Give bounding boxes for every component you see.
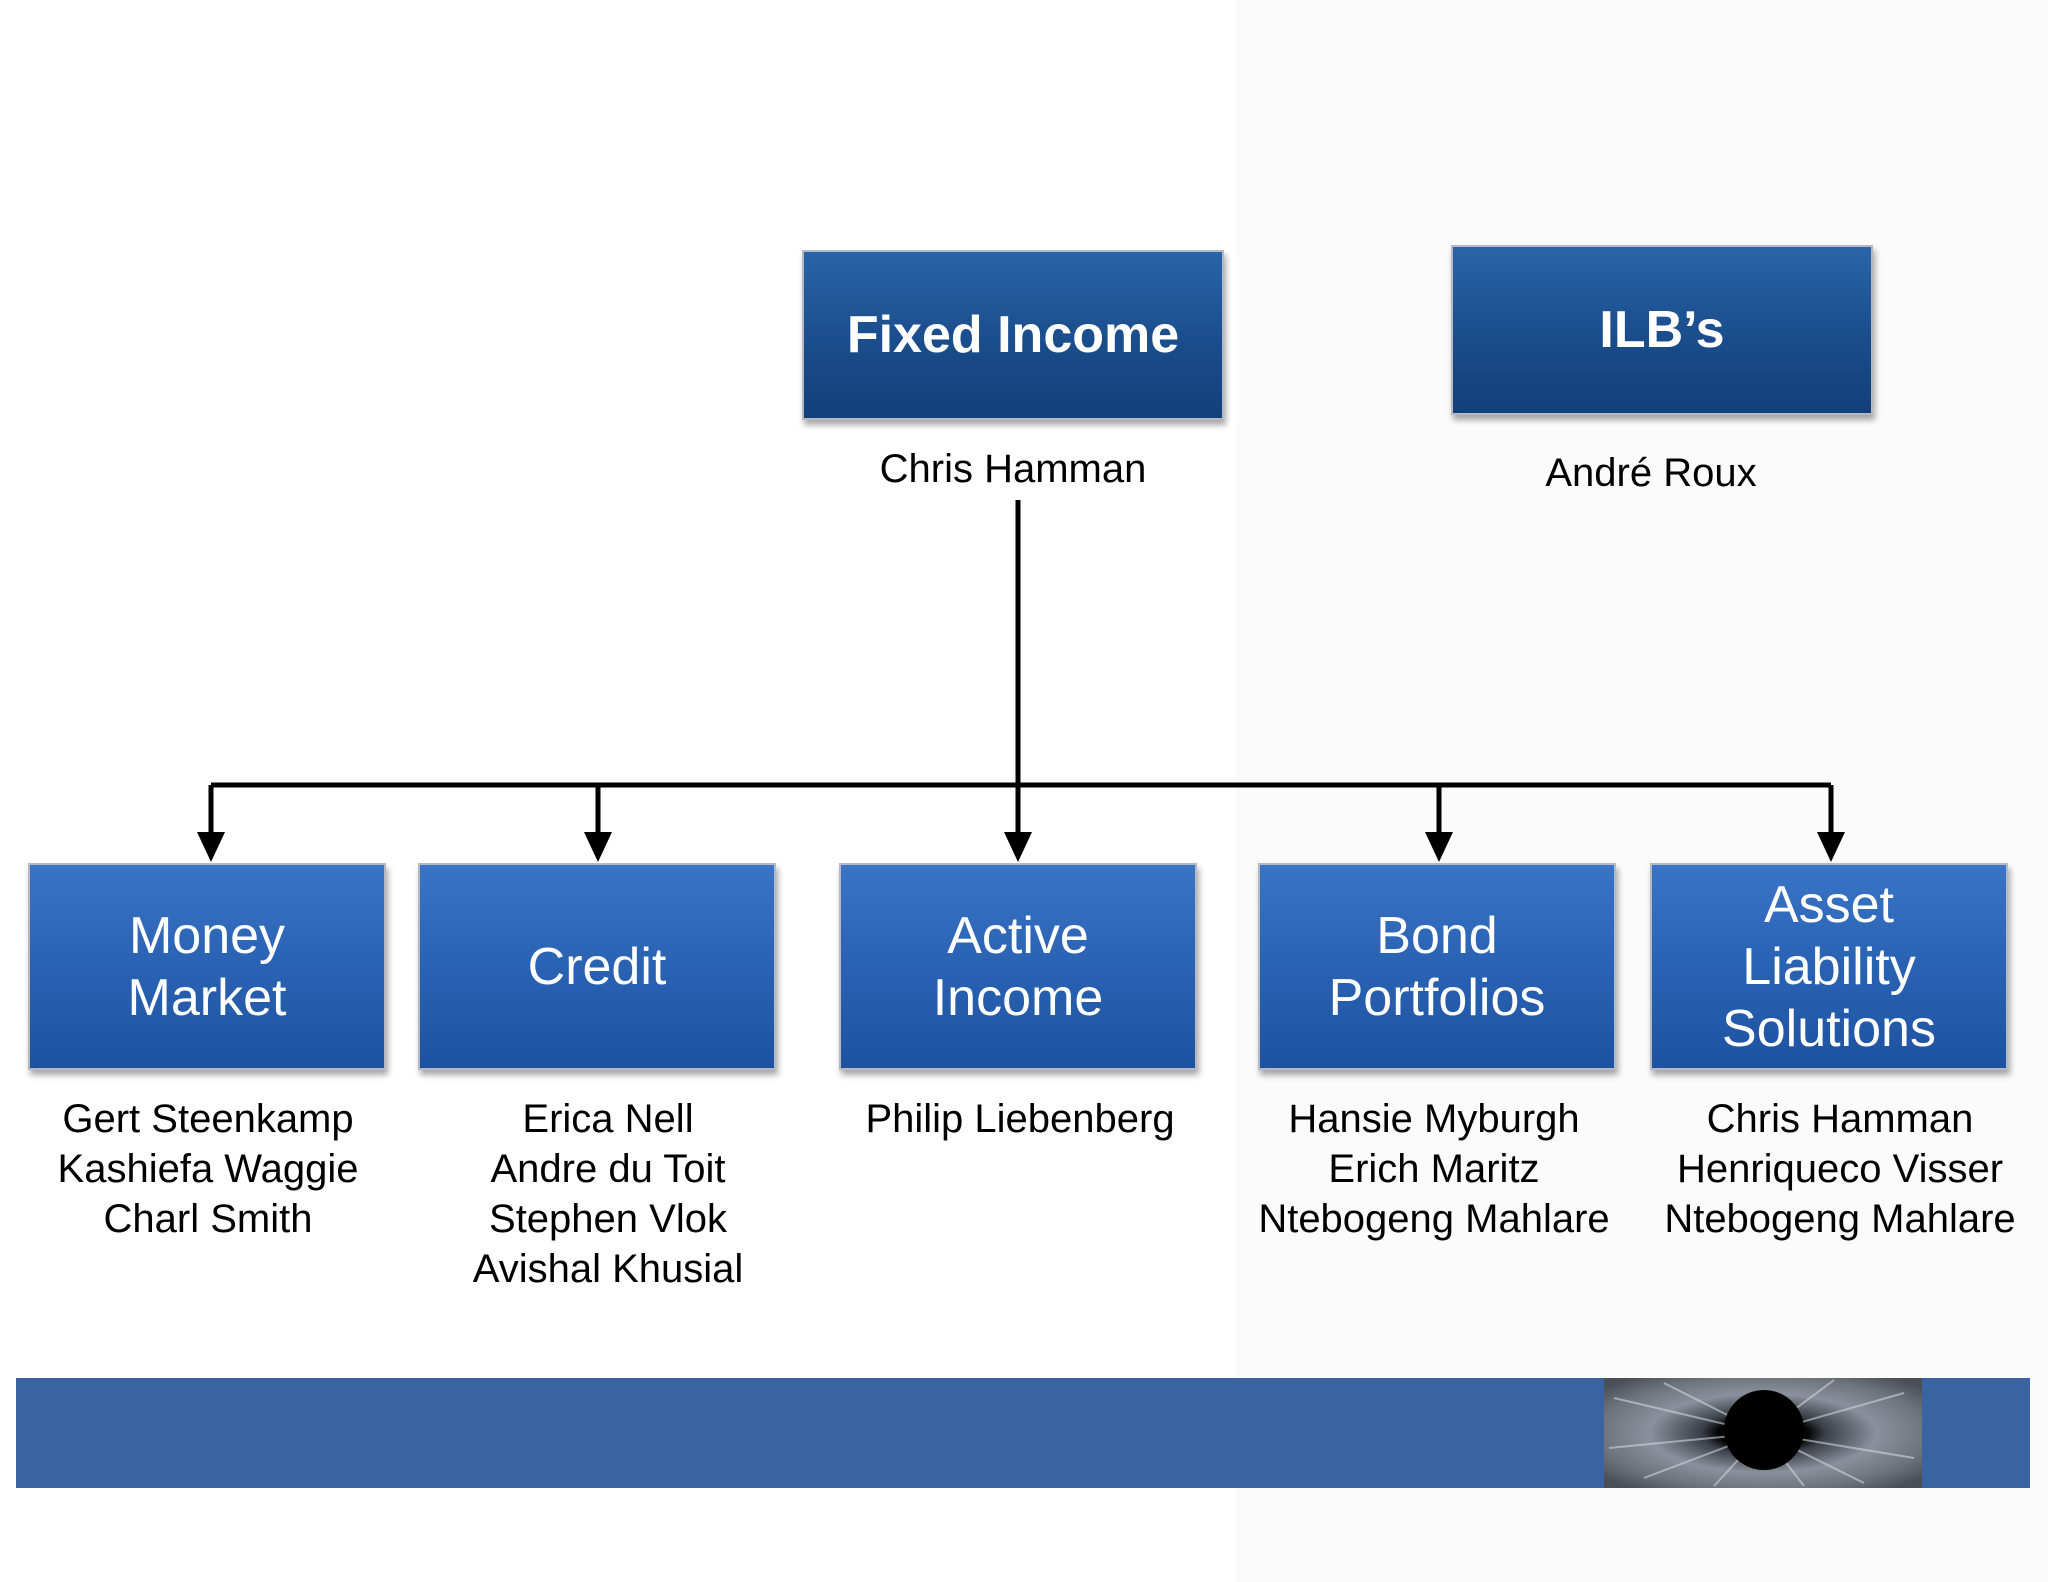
money-market-team: Gert Steenkamp Kashiefa Waggie Charl Smi… — [57, 1097, 359, 1241]
bond-portfolios-team: Hansie Myburgh Erich Maritz Ntebogeng Ma… — [1258, 1097, 1610, 1241]
arrowhead-bond-portfolios — [1425, 832, 1453, 862]
money-market-box: Money Market — [28, 863, 386, 1070]
asset-liability-solutions-box: Asset Liability Solutions — [1650, 863, 2008, 1070]
active-income-box: Active Income — [839, 863, 1197, 1070]
arrowhead-alm — [1817, 832, 1845, 862]
eye-iris-icon — [1604, 1378, 1922, 1488]
eye-iris-image — [1604, 1378, 1922, 1488]
credit-box: Credit — [418, 863, 776, 1070]
asset-liability-solutions-label: Asset Liability Solutions — [1722, 875, 1936, 1058]
credit-label: Credit — [527, 937, 667, 996]
money-market-label: Money Market — [127, 906, 287, 1027]
branch-arrows — [197, 785, 1845, 862]
active-income-team: Philip Liebenberg — [865, 1097, 1175, 1141]
ilbs-label: ILB’s — [1599, 301, 1725, 359]
bond-portfolios-label: Bond Portfolios — [1328, 906, 1546, 1027]
asset-liability-solutions-team: Chris Hamman Henriqueco Visser Ntebogeng… — [1664, 1097, 2016, 1241]
ilbs-box: ILB’s — [1451, 245, 1873, 415]
arrowhead-money-market — [197, 832, 225, 862]
bond-portfolios-box: Bond Portfolios — [1258, 863, 1616, 1070]
arrowhead-credit — [584, 832, 612, 862]
fixed-income-head: Chris Hamman — [879, 447, 1147, 491]
ilbs-head: André Roux — [1545, 451, 1757, 495]
fixed-income-label: Fixed Income — [846, 306, 1180, 364]
arrowhead-active-income — [1004, 832, 1032, 862]
fixed-income-box: Fixed Income — [802, 250, 1224, 420]
credit-team: Erica Nell Andre du Toit Stephen Vlok Av… — [472, 1097, 744, 1291]
active-income-label: Active Income — [932, 906, 1104, 1027]
